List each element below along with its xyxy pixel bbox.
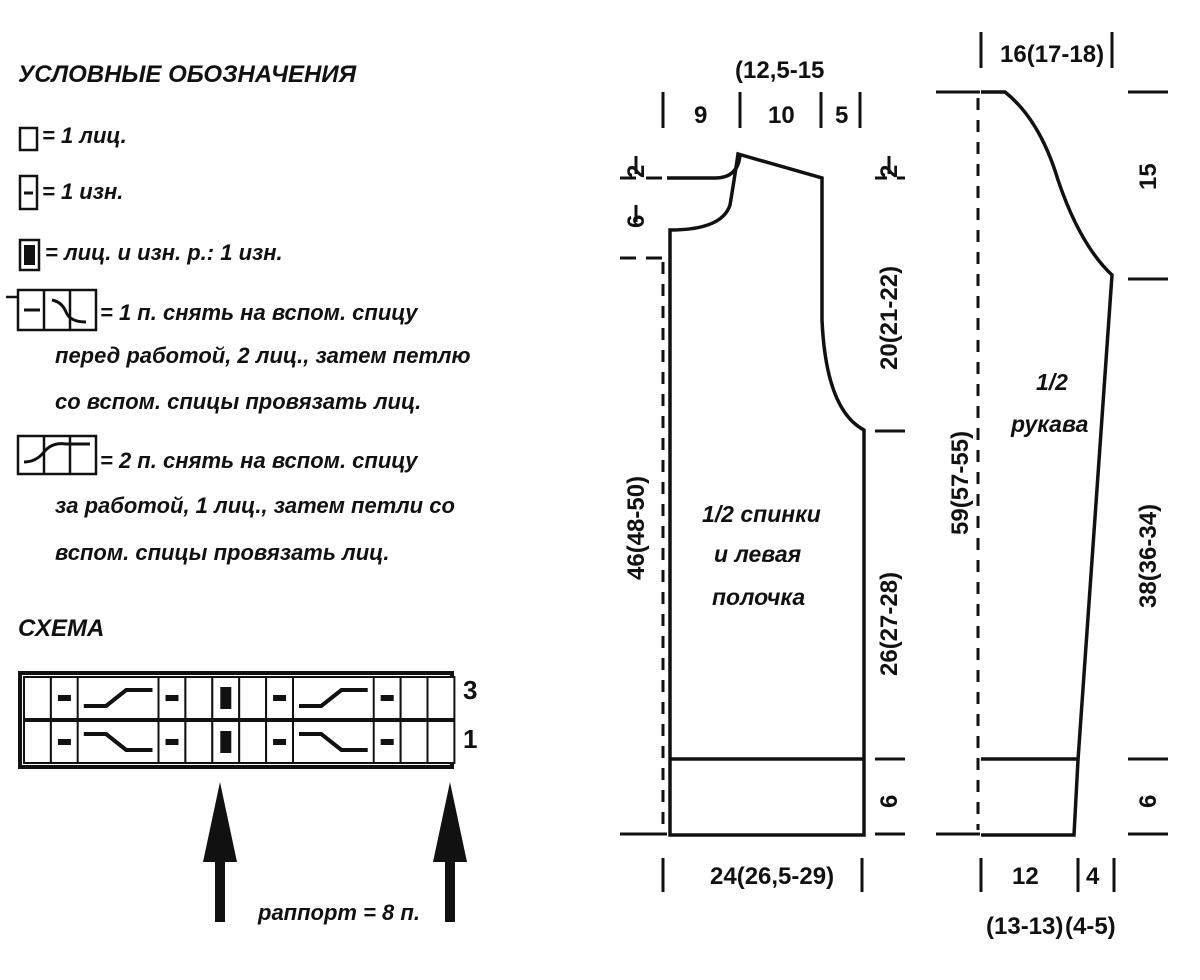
repeat-start-arrow-icon <box>203 782 237 922</box>
sleeve-bottom-dim-4: (4-5) <box>1065 913 1116 940</box>
back-top-dim-3: 5 <box>835 102 848 129</box>
chart-title: СХЕМА <box>18 615 104 642</box>
sleeve-piece-label: 1/2 рукава <box>1010 369 1089 437</box>
svg-text:за работой, 1 лиц., затем петл: за работой, 1 лиц., затем петли со <box>55 493 455 518</box>
back-left-dim-3: 46(48-50) <box>623 476 650 580</box>
sleeve-bottom-dim-2: 4 <box>1086 863 1100 890</box>
legend-purl-text: = 1 изн. <box>42 179 123 204</box>
svg-text:= 1 п. снять на вспом. спицу: = 1 п. снять на вспом. спицу <box>100 300 419 325</box>
sleeve-right-dim-2: 38(36-34) <box>1135 504 1162 608</box>
legend-knit-text: = 1 лиц. <box>42 123 127 148</box>
svg-text:со вспом. спицы провязать лиц.: со вспом. спицы провязать лиц. <box>55 389 421 414</box>
back-left-dim-2: 6 <box>623 215 650 228</box>
sleeve-right-dim-3: 6 <box>1135 795 1162 808</box>
back-right-dim-2: 20(21-22) <box>876 266 903 370</box>
svg-text:1/2: 1/2 <box>1036 369 1068 395</box>
sleeve-piece-outline <box>981 90 1114 837</box>
sleeve-top-dim: 16(17-18) <box>1000 41 1104 68</box>
legend-cable-front-text: = 1 п. снять на вспом. спицу перед работ… <box>55 300 470 414</box>
chart-row-label-1: 1 <box>463 724 477 754</box>
sleeve-right-dim-1: 15 <box>1135 163 1162 190</box>
back-right-dim-1: 2 <box>876 165 903 178</box>
purl-symbol-icon <box>18 174 39 211</box>
repeat-end-arrow-icon <box>433 782 467 922</box>
back-piece-outline <box>667 151 866 837</box>
back-dimension-lines <box>620 92 905 892</box>
back-top-alt-dim: (12,5-15 <box>735 57 824 84</box>
back-right-dim-3: 26(27-28) <box>876 572 903 676</box>
svg-text:1/2 спинки: 1/2 спинки <box>702 501 821 527</box>
back-bottom-dim: 24(26,5-29) <box>710 863 834 890</box>
svg-text:перед работой, 2 лиц., затем п: перед работой, 2 лиц., затем петлю <box>55 343 470 368</box>
svg-text:полочка: полочка <box>712 584 805 610</box>
back-left-dim-1: 2 <box>623 165 650 178</box>
svg-text:и левая: и левая <box>714 541 802 567</box>
sleeve-left-dim: 59(57-55) <box>947 431 974 535</box>
filled-symbol-icon <box>18 238 41 272</box>
svg-text:вспом. спицы провязать лиц.: вспом. спицы провязать лиц. <box>55 540 390 565</box>
sleeve-bottom-dim-3: (13-13) <box>986 913 1063 940</box>
cable-front-symbol-icon <box>6 288 98 332</box>
stitch-chart-grid <box>18 671 456 769</box>
back-right-dim-4: 6 <box>876 795 903 808</box>
cable-back-symbol-icon <box>16 434 98 476</box>
legend-title: УСЛОВНЫЕ ОБОЗНАЧЕНИЯ <box>18 61 357 88</box>
back-top-dim-2: 10 <box>768 102 795 129</box>
chart-row-label-3: 3 <box>463 675 477 705</box>
back-top-dim-1: 9 <box>694 102 707 129</box>
sleeve-bottom-dim-1: 12 <box>1012 863 1039 890</box>
svg-text:= 2 п. снять на вспом. спицу: = 2 п. снять на вспом. спицу <box>100 448 419 473</box>
svg-text:рукава: рукава <box>1010 411 1089 437</box>
legend-cable-back-text: = 2 п. снять на вспом. спицу за работой,… <box>55 448 455 565</box>
back-piece-label: 1/2 спинки и левая полочка <box>702 501 821 610</box>
legend-filled-text: = лиц. и изн. р.: 1 изн. <box>45 240 283 265</box>
sleeve-dimension-lines <box>936 32 1168 892</box>
knit-symbol-icon <box>18 126 39 152</box>
repeat-label: раппорт = 8 п. <box>257 900 420 925</box>
